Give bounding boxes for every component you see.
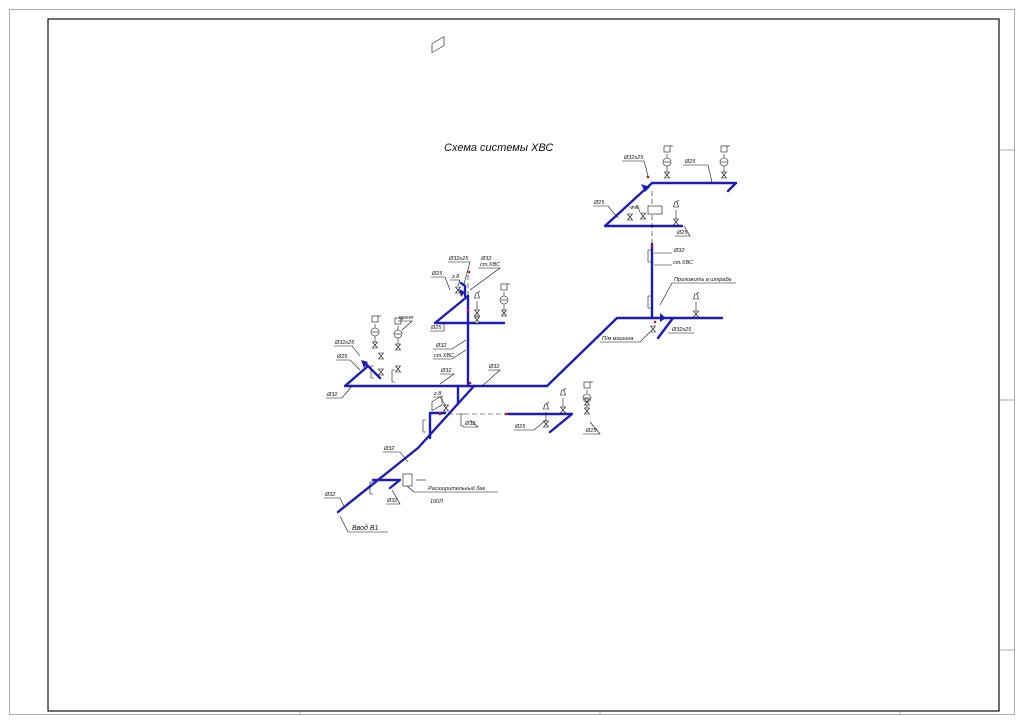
label-left-d25: Ø25 [336,354,348,360]
water-meter-top [647,205,663,215]
tank-branch [371,478,402,490]
label-tank: Расширительный бак [428,485,485,492]
label-kuhnia: кухня [399,315,413,321]
label-tank-d32: Ø32 [386,498,397,504]
drawing-frame [47,18,1000,712]
upper-mid-stub [459,281,467,298]
washer-branch [656,316,675,340]
label-right-riser-d32: Ø32 [673,248,684,254]
label-inlet-d32-upper: Ø32 [383,446,394,452]
title-block-ticks [299,149,1014,714]
flow-arrow-left [361,360,368,368]
label-mid-lower-d25: Ø25 [430,325,442,331]
flow-arrow-mid [459,289,465,297]
label-left-d32x25: Ø32х25 [334,340,355,346]
label-mid-stHVS: ст.ХВС [480,262,500,268]
main-horizontal-pipe [472,316,724,388]
label-vvod: Ввод В1 [352,524,379,532]
expansion-tank [402,473,413,487]
label-mid-d32x25: Ø32х25 [448,256,469,262]
label-inlet-d32: Ø32 [324,492,335,498]
label-lower-z8: z.8 [433,391,442,397]
label-mid-z8: z.8 [451,274,460,280]
diagram-title: Схема системы ХВС [444,142,553,154]
label-mid-d25: Ø25 [431,271,443,277]
label-riser-stHVS: ст.ХВС [434,353,454,359]
left-branch-pipe [343,364,476,388]
sheet-border [9,9,1015,715]
label-lower-right-d25-a: Ø25 [514,424,526,430]
flow-arrow-top [641,184,650,192]
label-top-left-d25: Ø25 [593,200,605,206]
label-right-riser-stHVS: ст.ХВС [673,260,693,266]
label-mid-d32: Ø32 [480,256,491,262]
inlet-main-pipe [336,384,476,514]
label-left-end-d32: Ø32 [326,392,337,398]
label-left-branch-d32: Ø32 [440,368,451,374]
label-lower-d32: Ø32 [464,421,475,427]
top-main [650,181,738,193]
upper-mid-branch [433,294,506,325]
leader-lines [324,160,736,533]
label-mashina: П/м машина [602,336,633,342]
fixtures [369,36,731,495]
label-top-z8: z.8 [630,205,639,211]
radiator-mid [431,36,445,54]
red-markers [438,175,657,416]
label-shtraba: Проложить в штрабе [674,277,732,283]
label-top-d25: Ø25 [684,159,696,165]
lower-right-branch [506,412,574,434]
label-tank-volume: 100Л [430,499,443,505]
left-branch-stub [362,360,382,380]
label-lower-right-d25-b: Ø25 [585,428,597,434]
label-riser-d32: Ø32 [435,343,446,349]
flow-arrow-right [660,313,666,322]
pipe-network [336,181,738,514]
pipe-labels: Ø32х25 Ø25 Ø25 z.8 Ø25 Ø32 ст.ХВС Пролож… [324,155,732,532]
label-top-d32x25: Ø32х25 [623,155,644,161]
top-branch [603,181,684,228]
label-washer-d32x25: Ø32x25 [671,327,692,333]
label-top-right-d25: Ø25 [676,230,688,236]
label-main-d32: Ø32 [488,364,499,370]
